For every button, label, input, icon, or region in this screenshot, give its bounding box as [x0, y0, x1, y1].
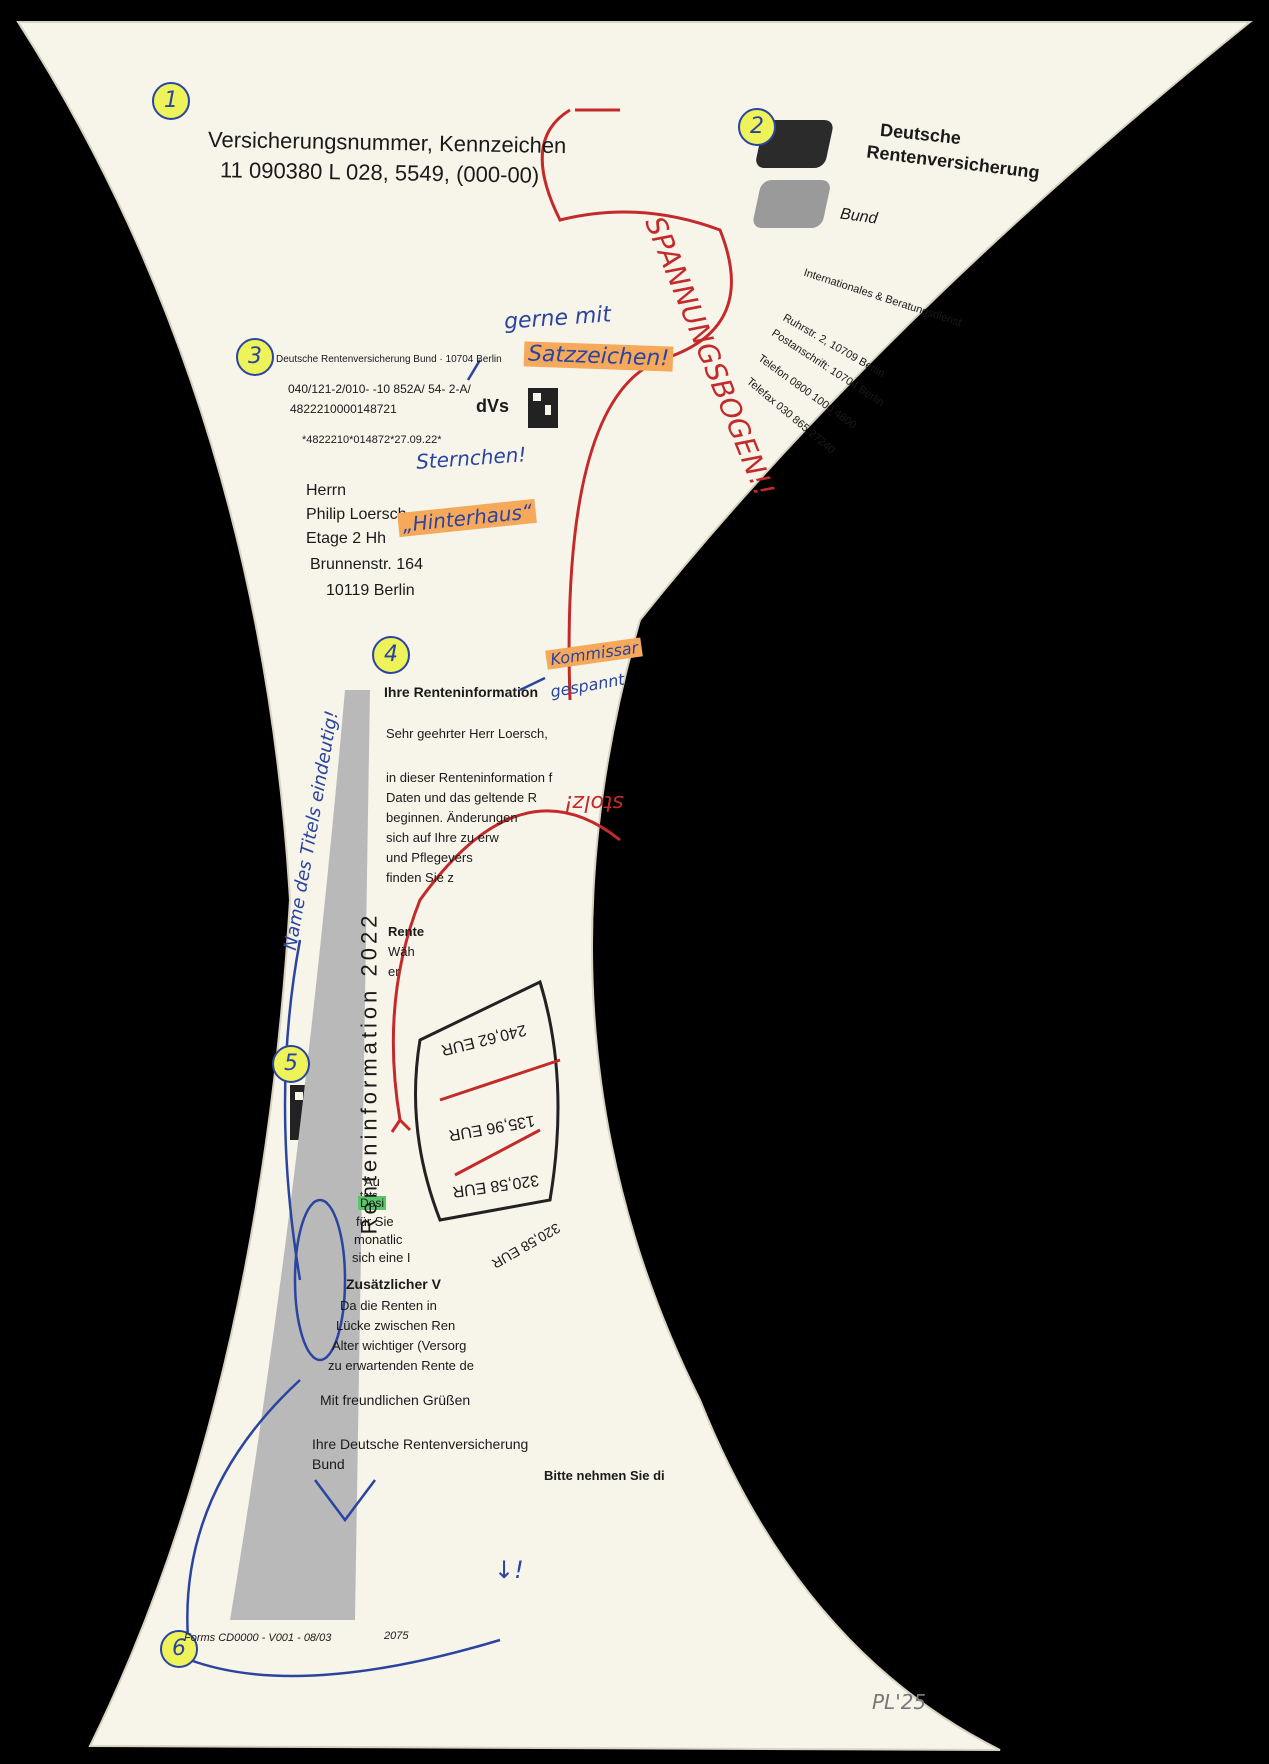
- reference-code-2: 4822210000148721: [290, 402, 397, 416]
- marker-3: 3: [236, 338, 274, 376]
- marker-1: 1: [152, 82, 190, 120]
- section-heading: Rente: [388, 924, 425, 939]
- letter-salutation: Sehr geehrter Herr Loersch,: [386, 726, 548, 741]
- section-line-2: er: [388, 964, 400, 979]
- red-annotation-strokes: [390, 108, 733, 1177]
- letter-body-1: in dieser Renteninformation f: [386, 770, 553, 785]
- partial-line-5: monatlic: [354, 1232, 403, 1247]
- address-line-5: 10119 Berlin: [326, 582, 415, 599]
- partial-line-1: Au: [364, 1174, 380, 1189]
- footer-code: 2075: [384, 1630, 409, 1642]
- closing: Mit freundlichen Grüßen: [320, 1392, 471, 1408]
- additional-line-3: Alter wichtiger (Versorg: [332, 1338, 467, 1353]
- barcode-text: *4822210*014872*27.09.22*: [302, 434, 442, 446]
- bottom-mark: ↓!: [494, 1556, 524, 1584]
- marker-4: 4: [372, 636, 410, 674]
- footer-form: Forms CD0000 - V001 - 08/03: [184, 1632, 332, 1644]
- letter-body-6: finden Sie z: [386, 870, 454, 885]
- signature-line-2: Bund: [312, 1456, 345, 1472]
- address-line-4: Brunnenstr. 164: [310, 556, 423, 573]
- dvs-label: dVs: [476, 396, 510, 416]
- reference-code-1: 040/121-2/010- -10 852A/ 54- 2-A/: [288, 382, 471, 396]
- logo-block-light: [753, 180, 830, 228]
- additional-line-2: Lücke zwischen Ren: [336, 1318, 456, 1333]
- artist-signature: PL'25: [872, 1690, 927, 1714]
- letter-body-2: Daten und das geltende R: [386, 790, 538, 805]
- section-line-1: Wäh: [388, 944, 415, 959]
- sender-line: Deutsche Rentenversicherung Bund · 10704…: [276, 354, 502, 365]
- stolz-note: stolz!: [564, 790, 625, 815]
- insurance-number: 11 090380 L 028, 5549, (000-00): [219, 157, 540, 188]
- address-line-1: Herrn: [306, 482, 347, 499]
- address-line-2: Philip Loersch: [306, 506, 407, 523]
- satzzeichen-note: Satzzeichen!: [523, 341, 674, 372]
- side-banner-text: Renteninformation 2022: [356, 911, 382, 1235]
- qr-code-top: [528, 388, 558, 428]
- additional-line-4: zu erwartenden Rente de: [328, 1358, 474, 1373]
- additional-heading: Zusätzlicher V: [346, 1276, 441, 1292]
- letter-body-5: und Pflegevers: [386, 850, 473, 865]
- marker-2: 2: [738, 108, 776, 146]
- letter-title: Ihre Renteninformation: [384, 684, 539, 700]
- paper-shape: [16, 21, 1253, 1751]
- marker-5: 5: [272, 1045, 310, 1083]
- letter-body-3: beginnen. Änderungen: [386, 810, 518, 825]
- additional-line-1: Da die Renten in: [340, 1298, 437, 1313]
- address-line-3: Etage 2 Hh: [306, 530, 387, 547]
- signature-line-1: Ihre Deutsche Rentenversicherung: [312, 1436, 529, 1452]
- partial-line-3: Desi: [358, 1196, 387, 1210]
- bitte-line: Bitte nehmen Sie di: [544, 1468, 665, 1483]
- blue-annotation-strokes: [186, 359, 546, 1678]
- amount-box: [414, 979, 560, 1222]
- side-banner-bar: [230, 690, 370, 1620]
- marker-6: 6: [160, 1630, 198, 1668]
- partial-line-6: sich eine I: [352, 1250, 411, 1265]
- partial-line-4: für Sie: [356, 1214, 394, 1229]
- letter-body-4: sich auf Ihre zu erw: [386, 830, 499, 845]
